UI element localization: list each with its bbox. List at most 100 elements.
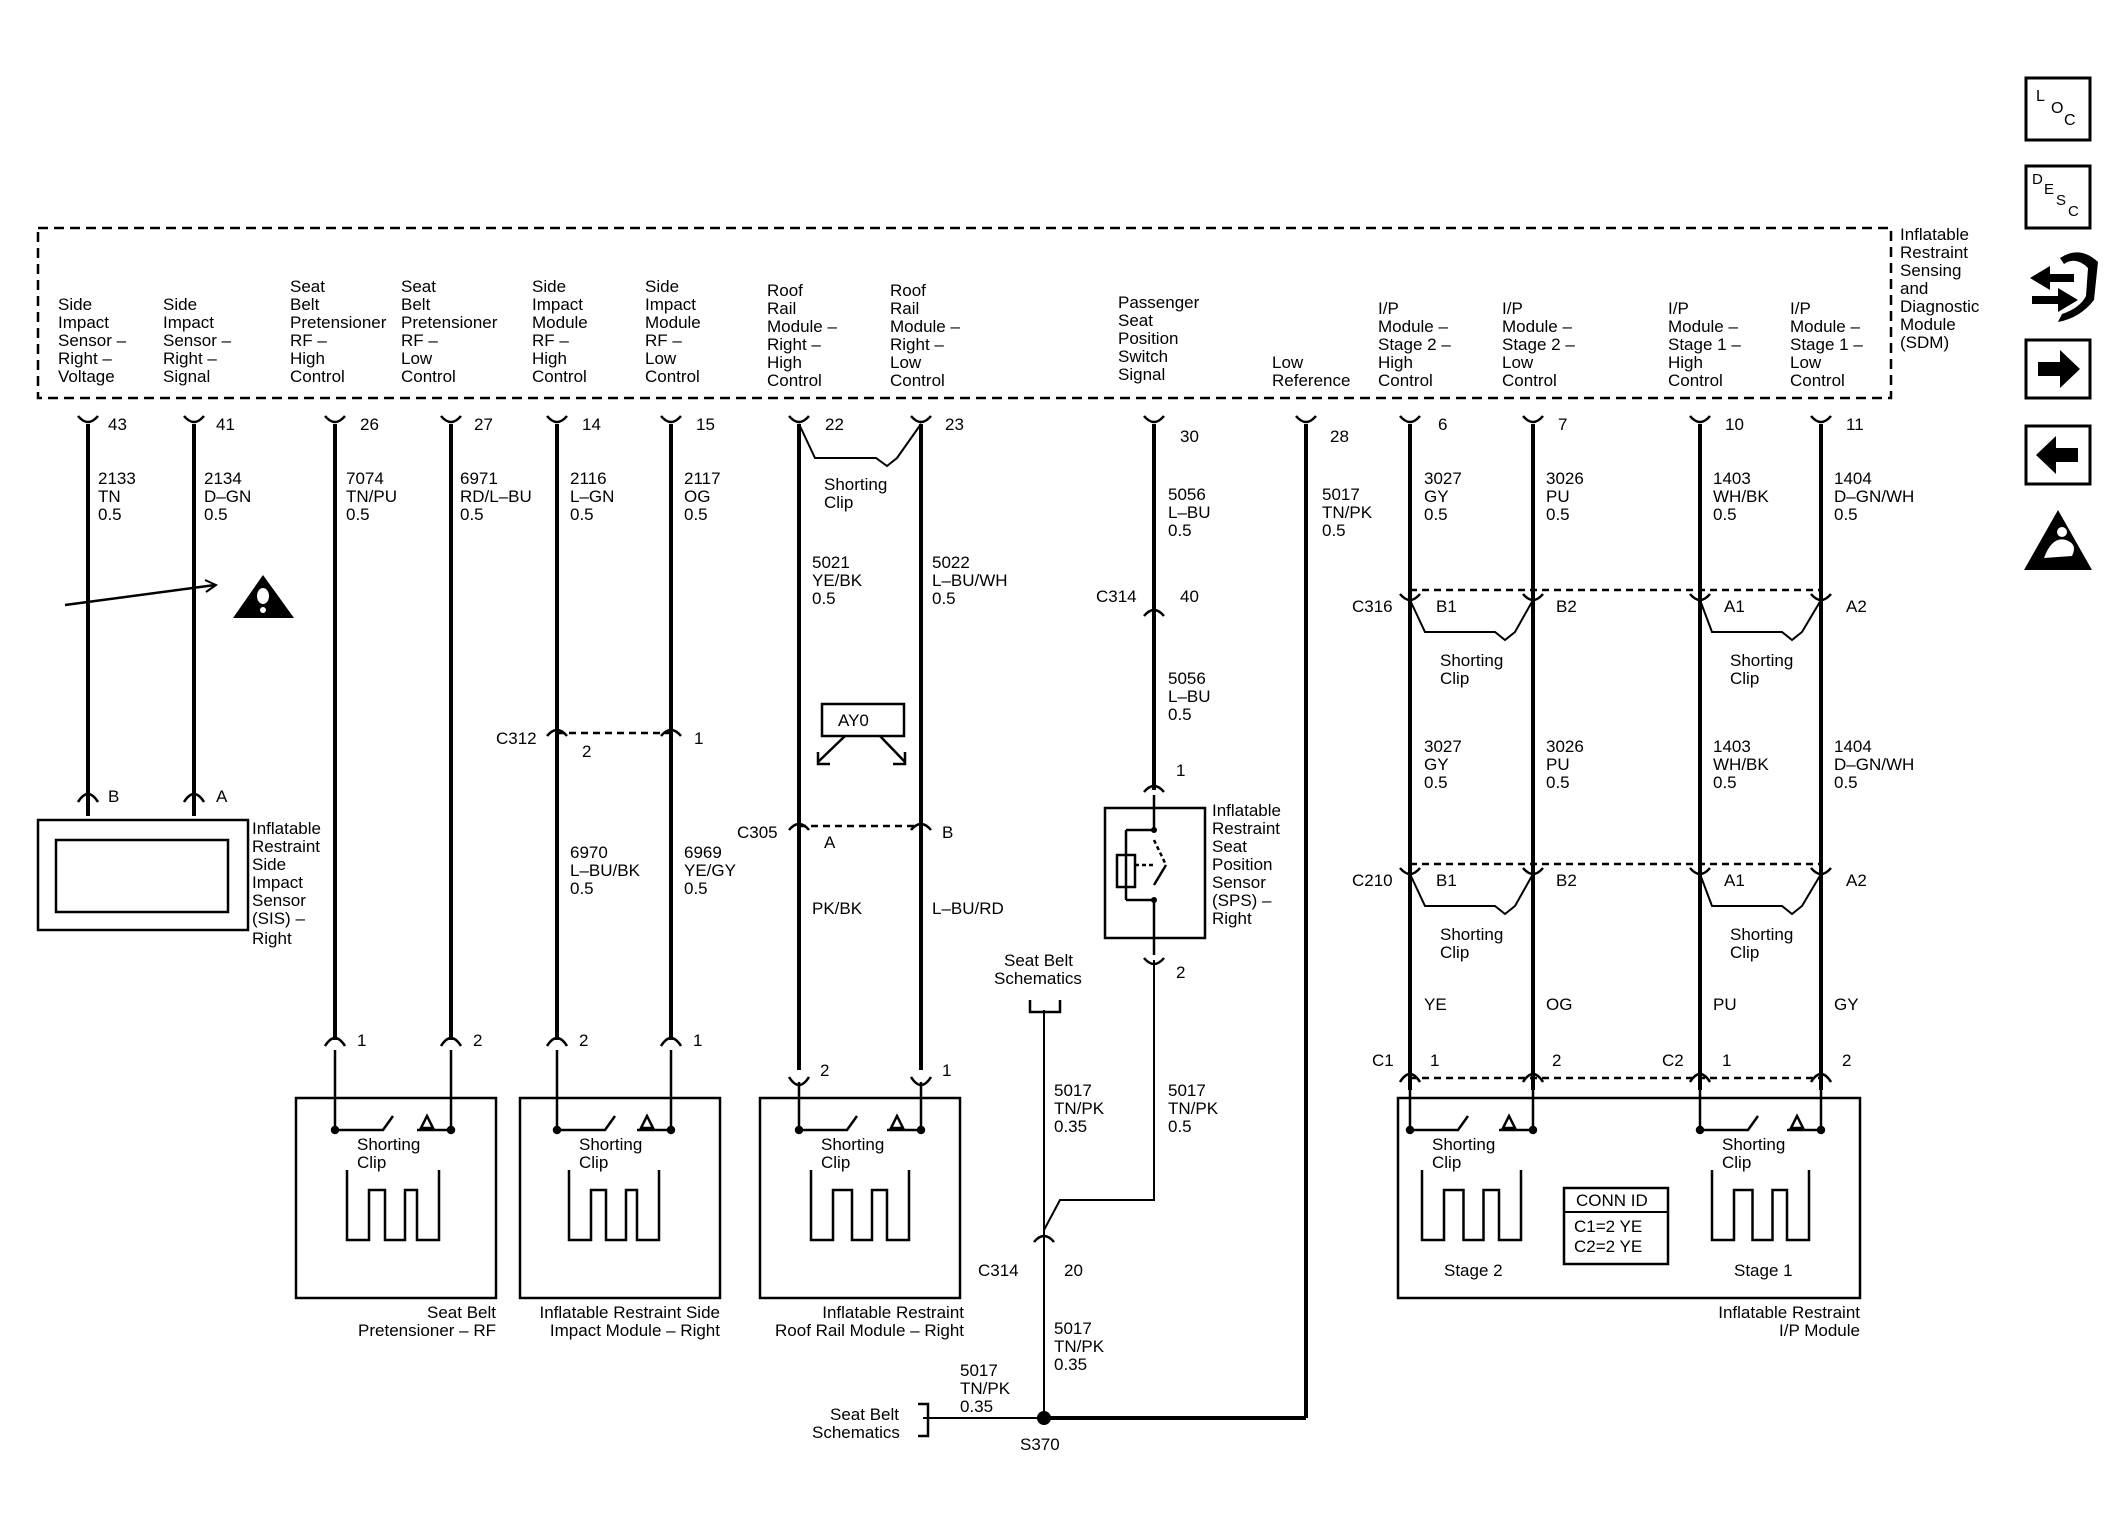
- connector-id: C316: [1352, 597, 1393, 616]
- svg-text:PU: PU: [1546, 755, 1570, 774]
- svg-text:0.5: 0.5: [684, 879, 708, 898]
- svg-text:0.5: 0.5: [1424, 773, 1448, 792]
- wire-label: GY: [1834, 995, 1859, 1014]
- svg-text:Rail: Rail: [890, 299, 919, 318]
- svg-text:0.35: 0.35: [1054, 1117, 1087, 1136]
- wire-label: PK/BK: [812, 899, 863, 918]
- svg-text:0.35: 0.35: [1054, 1355, 1087, 1374]
- connector-id: C2: [1662, 1051, 1684, 1070]
- pin-number: A2: [1846, 597, 1867, 616]
- svg-text:0.5: 0.5: [570, 879, 594, 898]
- connector-dashes: [557, 588, 1821, 1080]
- svg-text:Control: Control: [532, 367, 587, 386]
- svg-text:3027: 3027: [1424, 469, 1462, 488]
- svg-text:RD/L–BU: RD/L–BU: [460, 487, 532, 506]
- svg-text:Control: Control: [645, 367, 700, 386]
- svg-text:0.5: 0.5: [1713, 505, 1737, 524]
- svg-text:Low: Low: [1790, 353, 1822, 372]
- pin-number: B: [942, 823, 953, 842]
- desc-icon[interactable]: D E S C: [2024, 164, 2092, 230]
- svg-text:Signal: Signal: [1118, 365, 1165, 384]
- svg-text:Side: Side: [532, 277, 566, 296]
- svg-text:Belt: Belt: [290, 295, 320, 314]
- svg-text:Sensor: Sensor: [252, 891, 306, 910]
- svg-text:High: High: [1668, 353, 1703, 372]
- pin-number: 1: [1176, 761, 1185, 780]
- pin-number: A1: [1724, 597, 1745, 616]
- svg-text:7074: 7074: [346, 469, 384, 488]
- svg-text:0.5: 0.5: [1168, 521, 1192, 540]
- wire-label: L–BU/RD: [932, 899, 1004, 918]
- svg-text:0.5: 0.5: [204, 505, 228, 524]
- svg-text:Right –: Right –: [163, 349, 217, 368]
- svg-text:Inflatable: Inflatable: [1212, 801, 1281, 820]
- connector-end-view-icon[interactable]: [2030, 252, 2098, 322]
- svg-text:Position: Position: [1212, 855, 1272, 874]
- conn-id-entry: C2=2 YE: [1574, 1237, 1642, 1256]
- svg-text:0.5: 0.5: [684, 505, 708, 524]
- svg-text:TN/PK: TN/PK: [1054, 1337, 1105, 1356]
- svg-text:Pretensioner: Pretensioner: [290, 313, 387, 332]
- svg-text:OG: OG: [684, 487, 710, 506]
- svg-text:Roof Rail Module – Right: Roof Rail Module – Right: [775, 1321, 964, 1340]
- svg-text:Signal: Signal: [163, 367, 210, 386]
- svg-text:(SIS) –: (SIS) –: [252, 909, 305, 928]
- svg-text:Restraint: Restraint: [252, 837, 320, 856]
- component-warning-icon[interactable]: [2024, 510, 2092, 570]
- pin-number: 41: [216, 415, 235, 434]
- svg-text:TN/PK: TN/PK: [1054, 1099, 1105, 1118]
- svg-text:Stage 2 –: Stage 2 –: [1502, 335, 1575, 354]
- svg-text:RF –: RF –: [401, 331, 438, 350]
- svg-text:Roof: Roof: [767, 281, 803, 300]
- svg-text:3027: 3027: [1424, 737, 1462, 756]
- shorting-clip-label: Clip: [1730, 669, 1759, 688]
- back-arrow-icon[interactable]: [2024, 424, 2092, 486]
- pin-number: B: [108, 787, 119, 806]
- svg-text:Impact: Impact: [252, 873, 303, 892]
- svg-text:1403: 1403: [1713, 469, 1751, 488]
- pin-number: 1: [942, 1061, 951, 1080]
- squib: [1695, 1050, 1826, 1242]
- sdm-title-line: Sensing: [1900, 261, 1961, 280]
- svg-text:Stage 1 –: Stage 1 –: [1668, 335, 1741, 354]
- svg-text:Module: Module: [645, 313, 701, 332]
- pin-number: 2: [1842, 1051, 1851, 1070]
- svg-text:Side: Side: [58, 295, 92, 314]
- svg-text:0.5: 0.5: [1834, 773, 1858, 792]
- loc-icon[interactable]: L O C: [2024, 76, 2092, 142]
- svg-text:0.5: 0.5: [460, 505, 484, 524]
- svg-text:Pretensioner – RF: Pretensioner – RF: [358, 1321, 496, 1340]
- shorting-clip-label: Clip: [821, 1153, 850, 1172]
- svg-text:Module –: Module –: [1378, 317, 1448, 336]
- shorting-clip-label: Clip: [1432, 1153, 1461, 1172]
- svg-text:D–GN/WH: D–GN/WH: [1834, 755, 1914, 774]
- svg-text:Module: Module: [532, 313, 588, 332]
- svg-text:L–BU: L–BU: [1168, 687, 1211, 706]
- svg-text:L–BU: L–BU: [1168, 503, 1211, 522]
- shorting-clip-label: Shorting: [1730, 651, 1793, 670]
- svg-text:Impact: Impact: [532, 295, 583, 314]
- svg-text:Sensor: Sensor: [1212, 873, 1266, 892]
- shorting-clip-label: Clip: [357, 1153, 386, 1172]
- svg-text:3026: 3026: [1546, 469, 1584, 488]
- terminal-symbols: [76, 415, 1833, 1243]
- svg-text:High: High: [767, 353, 802, 372]
- svg-text:6970: 6970: [570, 843, 608, 862]
- next-arrow-icon[interactable]: [2024, 338, 2092, 400]
- sdm-title-line: Module: [1900, 315, 1956, 334]
- pin-number: 22: [825, 415, 844, 434]
